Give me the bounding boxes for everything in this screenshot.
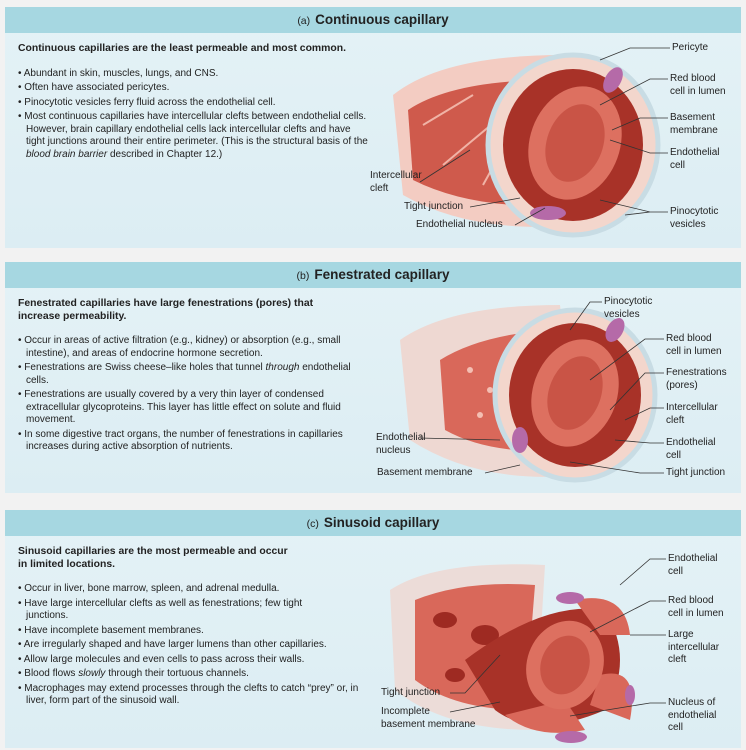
label-tight-junction: Tight junction xyxy=(404,201,464,212)
label-pinocytotic-vesicles: Pinocytotic vesicles xyxy=(670,206,719,230)
label-incomplete-basement-membrane: Incomplete basement membrane xyxy=(381,706,476,730)
lead-text: Continuous capillaries are the least per… xyxy=(18,43,346,54)
panel-header: (c) Sinusoid capillary xyxy=(5,510,741,536)
bullet: In some digestive tract organs, the numb… xyxy=(18,429,368,454)
bullet: Occur in areas of active filtration (e.g… xyxy=(18,335,368,360)
label-endothelial-cell: Endothelial cell xyxy=(666,437,716,461)
bullet: Fenestrations are Swiss cheese–like hole… xyxy=(18,362,368,387)
bullet: Fenestrations are usually covered by a v… xyxy=(18,389,368,427)
bullet-text: Fenestrations are Swiss cheese–like hole… xyxy=(24,362,266,373)
label-red-blood-cell: Red blood cell in lumen xyxy=(666,333,722,357)
panel-header: (a) Continuous capillary xyxy=(5,7,741,33)
panel-header: (b) Fenestrated capillary xyxy=(5,262,741,288)
panel-continuous-capillary: (a) Continuous capillary Continuous capil… xyxy=(5,7,741,248)
sinusoid-capillary-illustration xyxy=(390,564,635,743)
label-red-blood-cell: Red blood cell in lumen xyxy=(668,595,724,619)
bullet: Are irregularly shaped and have larger l… xyxy=(18,639,368,652)
label-intercellular-cleft: Intercellular cleft xyxy=(666,402,718,426)
bullet-text: described in Chapter 12.) xyxy=(107,148,223,160)
panel-letter: (b) xyxy=(296,270,310,282)
bullet-emphasis: blood brain barrier xyxy=(26,148,108,160)
label-large-intercellular-cleft: Large intercellular cleft xyxy=(668,629,720,665)
bullet-list: Abundant in skin, muscles, lungs, and CN… xyxy=(18,68,368,162)
label-intercellular-cleft: Intercellular cleft xyxy=(370,170,422,194)
panel-title: Continuous capillary xyxy=(315,12,449,27)
label-basement-membrane: Basement membrane xyxy=(377,467,473,478)
label-red-blood-cell: Red blood cell in lumen xyxy=(670,73,726,97)
label-basement-membrane: Basement membrane xyxy=(670,112,718,136)
panel-letter: (c) xyxy=(306,518,319,530)
panel-letter: (a) xyxy=(297,15,311,27)
label-endothelial-nucleus: Endothelial nucleus xyxy=(416,219,503,230)
bullet: Most continuous capillaries have interce… xyxy=(18,111,368,161)
label-endothelial-cell: Endothelial cell xyxy=(670,147,720,171)
lead-text: Sinusoid capillaries are the most permea… xyxy=(18,546,288,570)
label-fenestrations: Fenestrations (pores) xyxy=(666,367,727,391)
bullet: Abundant in skin, muscles, lungs, and CN… xyxy=(18,68,368,81)
panel-text: Continuous capillaries are the least per… xyxy=(18,43,368,163)
bullet: Macrophages may extend processes through… xyxy=(18,683,368,708)
panel-text: Sinusoid capillaries are the most permea… xyxy=(18,546,368,710)
lead-text: Fenestrated capillaries have large fenes… xyxy=(18,298,314,322)
label-pericyte: Pericyte xyxy=(672,42,709,53)
bullet: Pinocytotic vesicles ferry fluid across … xyxy=(18,97,368,110)
bullet: Often have associated pericytes. xyxy=(18,82,368,95)
bullet: Occur in liver, bone marrow, spleen, and… xyxy=(18,583,368,596)
bullet-list: Occur in liver, bone marrow, spleen, and… xyxy=(18,583,368,708)
label-endothelial-cell: Endothelial cell xyxy=(668,553,718,577)
panel-text: Fenestrated capillaries have large fenes… xyxy=(18,298,368,456)
panel-title: Sinusoid capillary xyxy=(323,515,440,530)
bullet-text: Most continuous capillaries have interce… xyxy=(24,111,368,147)
bullet: Allow large molecules and even cells to … xyxy=(18,654,368,667)
panel-sinusoid-capillary: (c) Sinusoid capillary Sinusoid capillari… xyxy=(5,510,741,748)
bullet-emphasis: through xyxy=(265,362,300,373)
bullet-text: endothelial cells. xyxy=(26,362,351,386)
bullet: Have incomplete basement membranes. xyxy=(18,625,368,638)
bullet-text: through their tortuous channels. xyxy=(105,668,249,679)
bullet: Have large intercellular clefts as well … xyxy=(18,598,318,623)
bullet-emphasis: slowly xyxy=(78,668,106,679)
label-pinocytotic-vesicles: Pinocytotic vesicles xyxy=(604,296,653,320)
panel-fenestrated-capillary: (b) Fenestrated capillary Fenestrated cap… xyxy=(5,262,741,493)
panel-title: Fenestrated capillary xyxy=(314,267,450,282)
bullet-list: Occur in areas of active filtration (e.g… xyxy=(18,335,368,454)
label-nucleus-of-endothelial-cell: Nucleus of endothelial cell xyxy=(668,697,717,733)
continuous-capillary-illustration xyxy=(393,52,661,238)
label-tight-junction: Tight junction xyxy=(666,467,726,478)
label-tight-junction: Tight junction xyxy=(381,687,441,698)
bullet-text: Blood flows xyxy=(24,668,79,679)
bullet: Blood flows slowly through their tortuou… xyxy=(18,668,368,681)
label-endothelial-nucleus: Endothelial nucleus xyxy=(376,432,426,456)
